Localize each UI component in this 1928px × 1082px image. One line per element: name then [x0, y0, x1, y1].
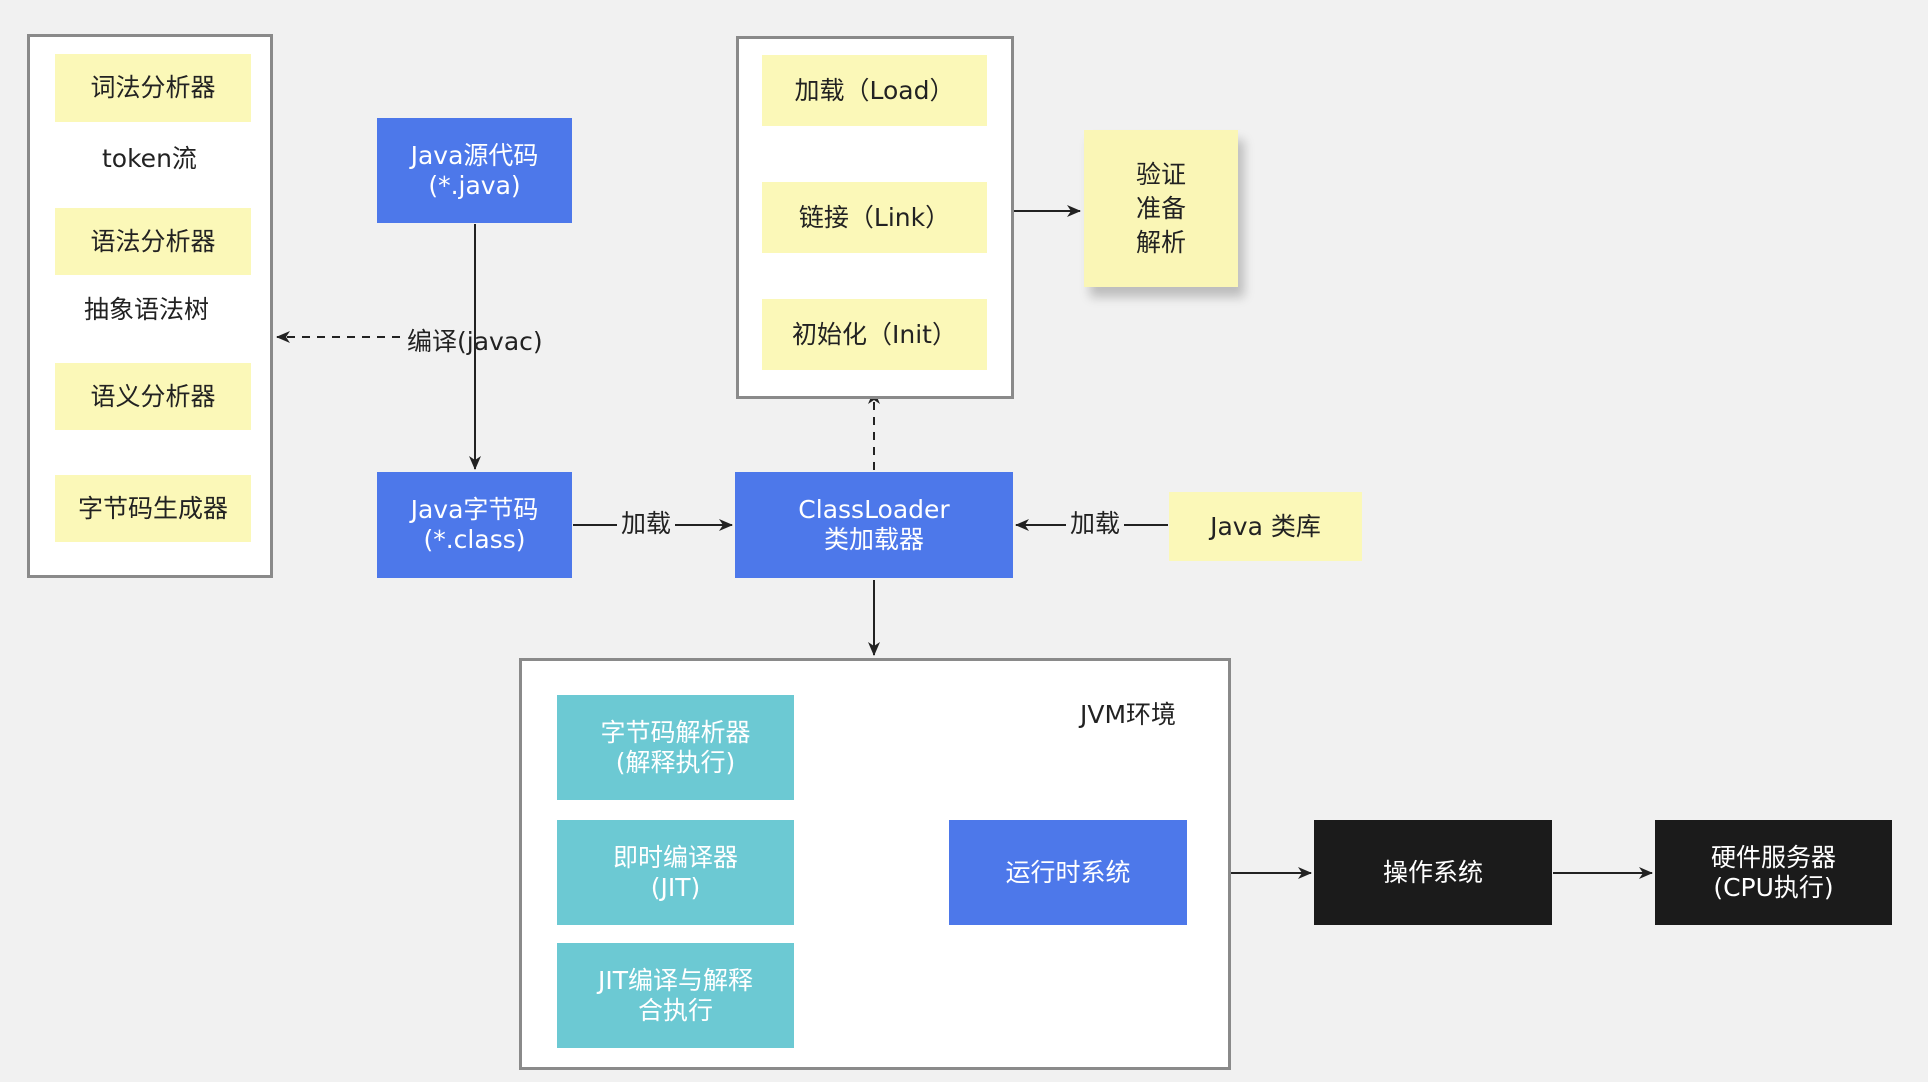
link-steps-note[interactable]: 验证 准备 解析	[1084, 130, 1238, 287]
interpreter-node[interactable]: 字节码解析器 (解释执行)	[557, 695, 794, 800]
load-label-right: 加载	[1066, 509, 1125, 539]
operating-system-node[interactable]: 操作系统	[1314, 820, 1552, 925]
java-source-node[interactable]: Java源代码 (*.java)	[377, 118, 572, 223]
java-library-node[interactable]: Java 类库	[1169, 492, 1362, 561]
bytecode-generator-node[interactable]: 字节码生成器	[55, 475, 251, 542]
load-label-left: 加载	[617, 509, 676, 539]
java-bytecode-node[interactable]: Java字节码 (*.class)	[377, 472, 572, 578]
runtime-system-node[interactable]: 运行时系统	[949, 820, 1187, 925]
load-phase-node[interactable]: 加载（Load）	[762, 55, 987, 126]
init-phase-node[interactable]: 初始化（Init）	[762, 299, 987, 370]
semantic-analyzer-node[interactable]: 语义分析器	[55, 363, 251, 430]
lexer-node[interactable]: 词法分析器	[55, 54, 251, 122]
token-stream-label: token流	[98, 144, 201, 174]
mixed-mode-node[interactable]: JIT编译与解释 合执行	[557, 943, 794, 1048]
jvm-title: JVM环境	[1076, 700, 1181, 730]
ast-label: 抽象语法树	[80, 295, 214, 325]
parser-node[interactable]: 语法分析器	[55, 208, 251, 275]
jit-compiler-node[interactable]: 即时编译器 (JIT)	[557, 820, 794, 925]
classloader-node[interactable]: ClassLoader 类加载器	[735, 472, 1013, 578]
compile-javac-label: 编译(javac)	[407, 327, 543, 356]
link-phase-node[interactable]: 链接（Link）	[762, 182, 987, 253]
hardware-server-node[interactable]: 硬件服务器 (CPU执行)	[1655, 820, 1892, 925]
